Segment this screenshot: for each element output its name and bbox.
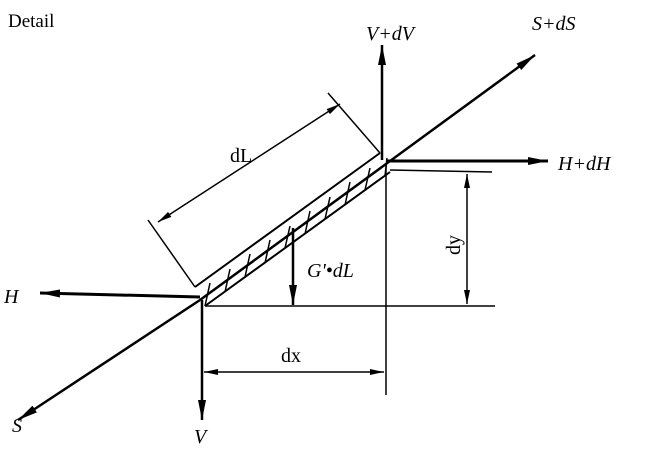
label-h-dh: H+dH bbox=[557, 153, 612, 175]
detail-title: Detail bbox=[8, 11, 54, 32]
label-v: V bbox=[194, 426, 209, 448]
label-s-ds: S+dS bbox=[532, 13, 576, 35]
s-force-arrow bbox=[17, 298, 201, 422]
label-v-dv: V+dV bbox=[366, 23, 417, 45]
label-h: H bbox=[3, 286, 20, 308]
label-dy: dy bbox=[443, 235, 465, 255]
label-dx: dx bbox=[281, 345, 301, 367]
label-weight: G'•dL bbox=[307, 260, 354, 282]
label-s: S bbox=[12, 415, 22, 437]
h-force-arrow bbox=[39, 289, 201, 299]
label-dl: dL bbox=[230, 145, 252, 167]
dimension-lines bbox=[147, 92, 495, 395]
